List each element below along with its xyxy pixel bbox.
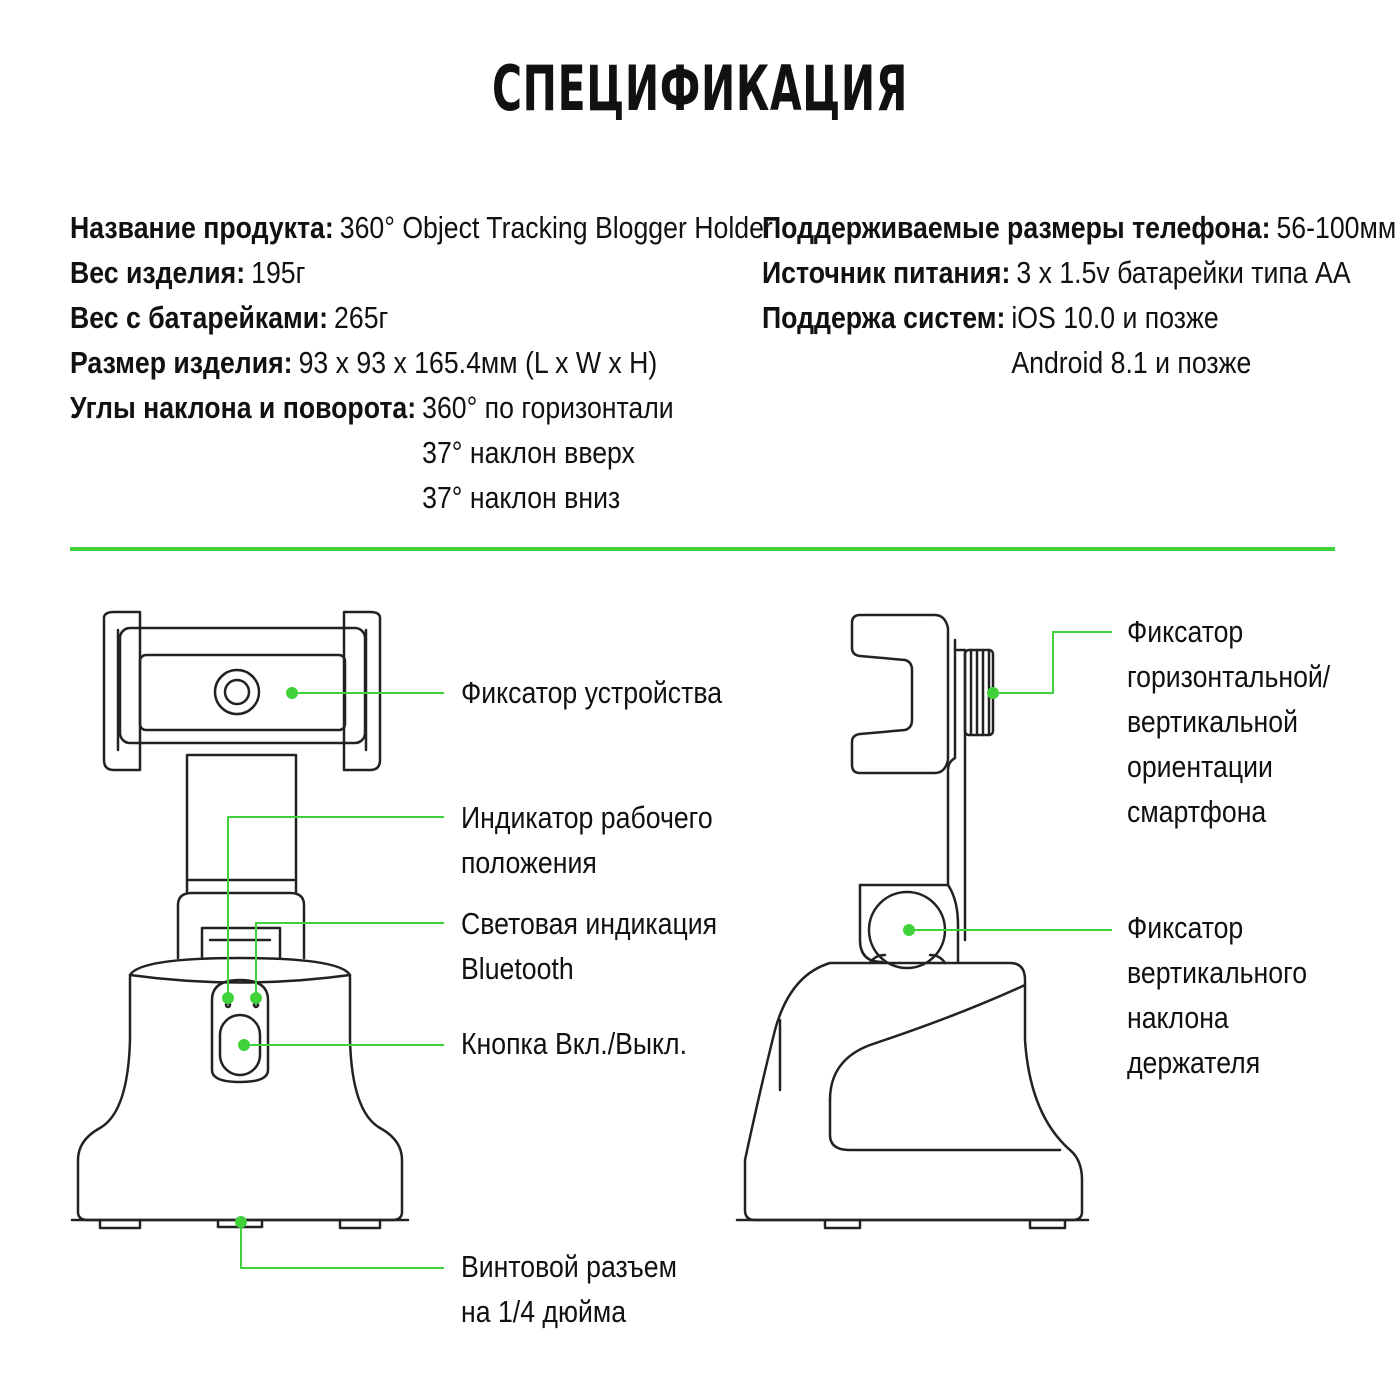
callout-line: вертикального <box>1127 955 1308 990</box>
spec-label: Вес изделия: <box>70 255 246 290</box>
callout-line: держателя <box>1127 1045 1261 1080</box>
spec-row: Вес с батарейками:265г <box>70 295 655 340</box>
callout-line: Винтовой разъем <box>461 1249 677 1284</box>
callout-line: на 1/4 дюйма <box>461 1294 627 1329</box>
callout-line: Фиксатор <box>1127 614 1244 649</box>
callout-line: смартфона <box>1127 794 1267 829</box>
callout-line: горизонтальной/ <box>1127 659 1331 694</box>
callout-orientation-lock: Фиксатор горизонтальной/ вертикальной ор… <box>1127 609 1330 834</box>
spec-value: 93 x 93 x 165.4мм (L x W x H) <box>298 345 658 380</box>
callout-line: ориентации <box>1127 749 1273 784</box>
callout-work-indicator: Индикатор рабочего положения <box>461 795 713 885</box>
spec-values: 195г <box>245 250 305 295</box>
front-view-device <box>70 610 410 1230</box>
spec-values: 360° по горизонтали 37° наклон вверх 37° н… <box>416 385 674 520</box>
section-divider <box>70 547 1335 551</box>
spec-list-left: Название продукта:360° Object Tracking B… <box>70 205 773 520</box>
spec-values: 265г <box>328 295 388 340</box>
callout-line: Bluetooth <box>461 951 574 986</box>
callout-dots <box>222 687 999 1228</box>
callout-line: Световая индикация <box>461 906 718 941</box>
spec-value: iOS 10.0 и позже <box>1011 300 1219 335</box>
spec-label: Источник питания: <box>762 255 1011 290</box>
callout-power-button: Кнопка Вкл./Выкл. <box>461 1026 687 1061</box>
spec-value: 360° Object Tracking Blogger Holder <box>339 210 773 245</box>
spec-value: 37° наклон вниз <box>422 480 621 515</box>
callout-line: наклона <box>1127 1000 1229 1035</box>
callout-bluetooth-light: Световая индикация Bluetooth <box>461 901 717 991</box>
spec-row: Вес изделия:195г <box>70 250 655 295</box>
callout-tilt-lock: Фиксатор вертикального наклона держателя <box>1127 905 1307 1085</box>
spec-label: Углы наклона и поворота: <box>70 390 417 425</box>
spec-values: 3 x 1.5v батарейки типа AA <box>1010 250 1350 295</box>
spec-label: Поддерживаемые размеры телефона: <box>762 210 1271 245</box>
callout-device-lock: Фиксатор устройства <box>461 675 723 710</box>
spec-row: Поддерживаемые размеры телефона:56-100мм <box>762 205 1396 250</box>
spec-values: 93 x 93 x 165.4мм (L x W x H) <box>293 340 658 385</box>
spec-value: 265г <box>334 300 389 335</box>
spec-row: Название продукта:360° Object Tracking B… <box>70 205 773 250</box>
spec-values: 360° Object Tracking Blogger Holder <box>334 205 773 250</box>
spec-row: Углы наклона и поворота:360° по горизонт… <box>70 385 674 520</box>
callout-line: Индикатор рабочего <box>461 800 713 835</box>
side-view-device <box>735 613 1090 1230</box>
callout-screw-mount: Винтовой разъем на 1/4 дюйма <box>461 1244 677 1334</box>
callout-line: Фиксатор <box>1127 910 1244 945</box>
spec-list-right: Поддерживаемые размеры телефона:56-100мм… <box>762 205 1396 385</box>
spec-row: Источник питания:3 x 1.5v батарейки типа… <box>762 250 1351 295</box>
spec-value: 37° наклон вверх <box>422 435 635 470</box>
spec-label: Размер изделия: <box>70 345 293 380</box>
spec-label: Вес с батарейками: <box>70 300 329 335</box>
spec-value: 360° по горизонтали <box>422 390 674 425</box>
spec-value: Android 8.1 и позже <box>1011 345 1252 380</box>
spec-label: Поддержа систем: <box>762 300 1006 335</box>
spec-values: 56-100мм <box>1270 205 1396 250</box>
callout-line: вертикальной <box>1127 704 1299 739</box>
page-title: СПЕЦИФИКАЦИЯ <box>491 52 909 125</box>
spec-label: Название продукта: <box>70 210 334 245</box>
spec-row: Размер изделия:93 x 93 x 165.4мм (L x W … <box>70 340 658 385</box>
spec-value: 3 x 1.5v батарейки типа AA <box>1016 255 1351 290</box>
spec-value: 195г <box>251 255 306 290</box>
callout-line: положения <box>461 845 597 880</box>
spec-value: 56-100мм <box>1276 210 1397 245</box>
